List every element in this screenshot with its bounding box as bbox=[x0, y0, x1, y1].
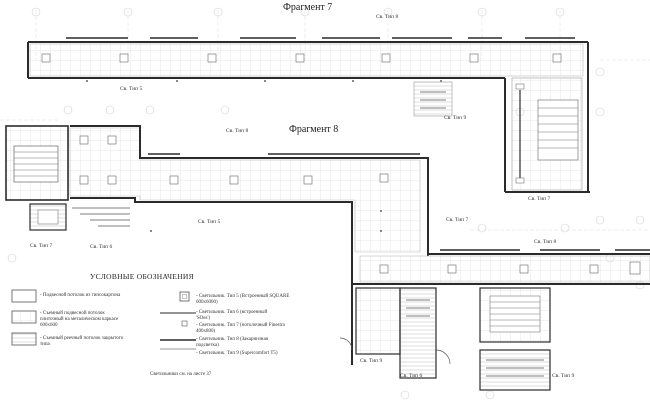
legend-fixture-type7-symbol bbox=[181, 320, 188, 327]
legend-ceiling-gypsum-swatch bbox=[11, 289, 37, 303]
fixture-label-type7: Св. Тип 7 bbox=[528, 196, 551, 202]
axis-markers bbox=[7, 7, 645, 400]
fixture-label-type5: Св. Тип 5 bbox=[120, 86, 143, 92]
legend-fixture-type9-text: - Светильник. Тип 9 (Supercomfort T5) bbox=[196, 351, 278, 356]
axis-lines bbox=[0, 10, 650, 231]
legend-fixture-type6-text: - Светильник. Тип 6 (встроенный 'SOes') bbox=[196, 310, 268, 321]
fixture-label-type6: Св. Тип 6 bbox=[400, 373, 423, 379]
legend-fixture-type7-text: - Светильник. Тип 7 (потолочный Finestra… bbox=[196, 323, 285, 334]
fixture-label-type8: Св. Тип 8 bbox=[226, 128, 249, 134]
fragment-8-title: Фрагмент 8 bbox=[289, 124, 339, 135]
fragment-8-left-room bbox=[5, 125, 69, 231]
fragment-7-stair-block bbox=[413, 81, 453, 117]
fixture-label-type7: Св. Тип 7 bbox=[30, 243, 53, 249]
legend-title: УСЛОВНЫЕ ОБОЗНАЧЕНИЯ bbox=[90, 272, 194, 281]
fragment-8-lower-corridor bbox=[352, 249, 650, 285]
fixture-label-type7: Св. Тип 7 bbox=[446, 217, 469, 223]
fragment-8-corridor bbox=[69, 125, 429, 365]
legend-fixture-type5-symbol bbox=[179, 291, 190, 302]
legend-fixture-type5-text: - Светильник. Тип 5 (Встроенный SQUARE 6… bbox=[196, 294, 290, 305]
fixture-label-type8: Св. Тип 8 bbox=[534, 239, 557, 245]
legend-ceiling-slat-swatch bbox=[11, 332, 37, 346]
legend-ceiling-tile-swatch bbox=[11, 310, 37, 324]
legend-footnote: Светильники см. на листе 37 bbox=[150, 372, 212, 377]
fixture-label-type9: Св. Тип 9 bbox=[360, 358, 383, 364]
legend-ceiling-tile-text: - Съемный подвесной потолок плиточный на… bbox=[40, 311, 119, 328]
fixture-label-type9: Св. Тип 9 bbox=[552, 373, 575, 379]
legend-ceiling-gypsum-text: - Подвесной потолок из гипсокартона bbox=[40, 293, 121, 298]
fragment-7-title: Фрагмент 7 bbox=[283, 2, 333, 13]
fixture-label-type5: Св. Тип 5 bbox=[198, 219, 221, 225]
fragment-7-corridor bbox=[27, 37, 589, 82]
right-vertical-shaft bbox=[504, 77, 590, 193]
legend-ceiling-slat-text: - Съемный реечный потолок закрытого типа bbox=[40, 336, 124, 347]
legend-fixture-type8-text: - Светильник. Тип 8 (Закарнизная подсвет… bbox=[196, 337, 268, 348]
fixture-label-type9: Св. Тип 9 bbox=[444, 115, 467, 121]
fixture-label-type8: Св. Тип 8 bbox=[376, 14, 399, 20]
fragment-8-lower-rooms bbox=[339, 287, 551, 391]
fixture-label-type6: Св. Тип 6 bbox=[90, 244, 113, 250]
